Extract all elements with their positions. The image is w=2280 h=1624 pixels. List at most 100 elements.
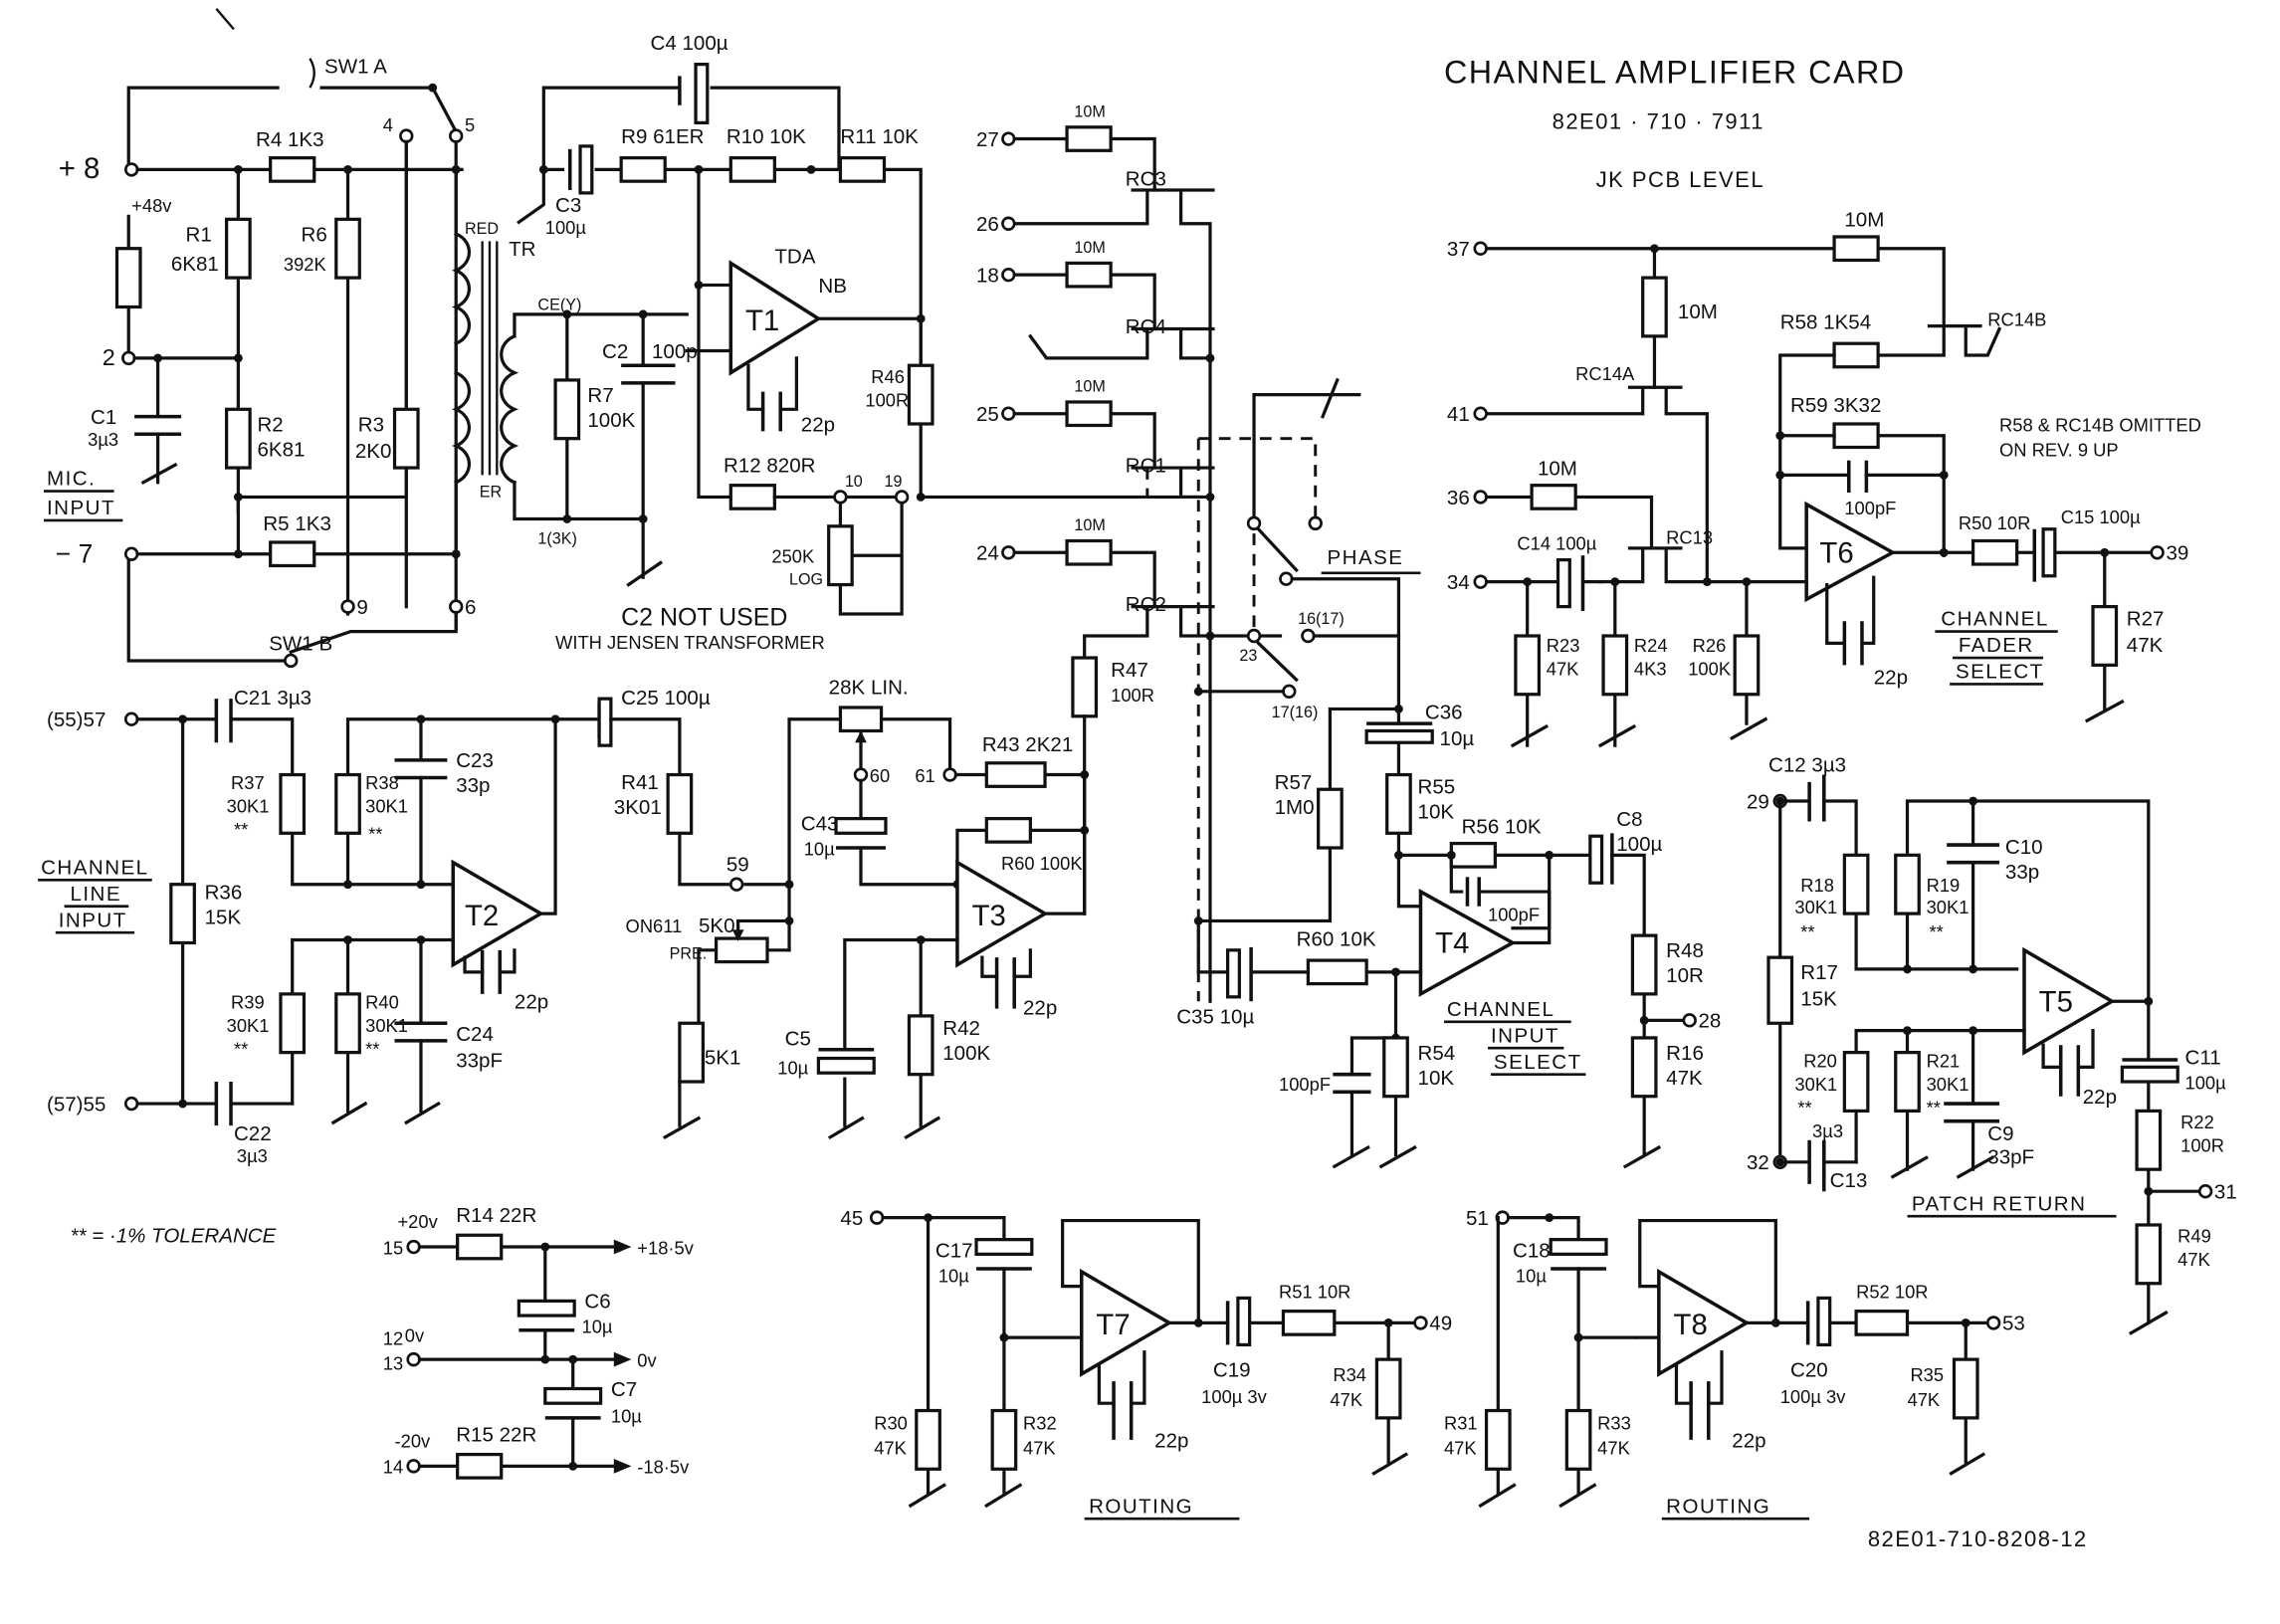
resistor-r32 [990,1408,1018,1471]
relay-frame [1196,437,1318,1002]
terminal-39[interactable] [2150,545,2165,560]
wire [1778,434,1946,557]
terminal-10[interactable] [833,490,848,505]
phase-lever[interactable] [1256,526,1299,573]
label-c14: C14 100µ [1517,532,1596,553]
ground-symbol [330,1101,441,1125]
resistor-10m-27 [1065,125,1113,152]
terminal-61[interactable] [942,767,957,782]
resistor-r52 [1854,1310,1910,1336]
label-r19: R19 [1927,875,1961,896]
section-line-input-label: LINE [70,883,121,906]
label-r48: R48 [1666,939,1704,962]
capacitor-c9 [1944,1102,2000,1123]
opamp-t1 [728,260,822,376]
value-c5: 10µ [777,1058,808,1079]
capacitor-r56-bypass [1465,877,1481,907]
terminal-26[interactable] [1001,216,1016,231]
transformer-tap-label: 1(3K) [537,529,576,547]
label-c1: C1 [91,406,116,429]
capacitor-c18 [1549,1238,1608,1256]
capacitor-c8 [1588,834,1604,885]
resistor-r5 [269,540,316,568]
terminal-24[interactable] [1001,545,1016,560]
supply-rail-label: -18·5v [637,1457,690,1478]
terminal-7[interactable] [123,546,139,561]
terminal-36[interactable] [1473,490,1488,505]
terminal-label: 34 [1447,571,1470,594]
terminal-45[interactable] [869,1210,885,1225]
terminal-5[interactable] [449,128,464,143]
value-c-t6: 22p [1874,666,1908,689]
resistor-r33 [1564,1408,1592,1471]
wire [1778,353,1836,550]
terminal-8[interactable] [123,162,139,177]
capacitor-t5-comp [2058,1045,2081,1097]
t3-stage: C25 100µ R41 3K01 59 28K LIN. 60 61 R43 … [597,677,1090,1140]
value-c10: 33p [2005,861,2039,884]
resistor-r18 [1842,853,1870,915]
terminal-6[interactable] [449,599,464,614]
terminal-15[interactable] [406,1239,421,1255]
terminal-49[interactable] [1413,1316,1428,1330]
terminal-27[interactable] [1001,131,1016,146]
terminal-9[interactable] [340,599,355,614]
t6-stage: 37 10M 10M RC14A 41 RC14B R58 1K54 R59 3… [1447,209,2201,748]
phase-contact[interactable] [1246,515,1262,531]
resistor-10m-25 [1065,400,1113,428]
potentiometer-250k[interactable] [827,524,854,587]
sw1b-lever[interactable] [289,610,458,655]
terminal-37[interactable] [1473,241,1488,256]
terminal-16-17[interactable] [1301,628,1316,644]
terminal-25[interactable] [1001,406,1016,421]
potentiometer-5k0-preset[interactable] [714,936,769,964]
terminal-label: 61 [915,765,934,786]
sw1b-contact[interactable] [284,653,299,669]
resistor-r15 [456,1452,504,1480]
terminal-label: 26 [976,213,999,236]
power-supply-section: ** = ·1% TOLERANCE 15 +20v R14 22R +18·5… [70,1204,695,1480]
phase-contact[interactable] [1308,515,1323,531]
terminal-17-16[interactable] [1282,684,1297,700]
terminal-41[interactable] [1473,406,1488,421]
terminal-4[interactable] [399,128,414,143]
label-r37: R37 [231,772,265,793]
supply-rail-label: 0v [637,1349,657,1370]
terminal-label: 51 [1466,1207,1489,1230]
terminal-34[interactable] [1473,574,1488,589]
terminal-28[interactable] [1682,1013,1697,1028]
value-pot-28k: 28K LIN. [829,677,909,700]
wire [685,167,923,500]
terminal-53[interactable] [1985,1316,2001,1330]
potentiometer-28k[interactable] [838,706,884,733]
terminal-19[interactable] [894,490,910,505]
value-r18: 30K1 [1794,897,1837,917]
label-r38: R38 [365,772,399,793]
value-r36: 15K [205,906,242,928]
terminal-59[interactable] [728,877,744,892]
opamp-t3 [955,859,1049,968]
terminal-2[interactable] [121,350,136,366]
terminal-18[interactable] [1001,267,1016,283]
phase-lever[interactable] [1256,641,1299,683]
t8-routing-stage: 51 C18 10µ R31 47K R33 47K T8 22p C20 10… [1444,1207,2025,1521]
terminal-23[interactable] [1246,628,1262,644]
label-r20: R20 [1803,1050,1837,1071]
terminal-55[interactable] [123,1096,139,1112]
label-r43: R43 2K21 [982,733,1073,756]
value-c11: 100µ [2185,1072,2227,1093]
resistor-r36 [169,883,196,945]
value-r34: 47K [1330,1389,1362,1410]
terminal-60[interactable] [853,767,869,782]
resistor-r30 [915,1408,941,1471]
section-routing-label: ROUTING [1089,1495,1193,1518]
relay-label-rc1: RC1 [1126,454,1166,477]
tolerance-r21: ** [1927,1097,1941,1117]
terminal-31[interactable] [2197,1183,2213,1199]
wire [132,356,240,485]
terminal-57[interactable] [123,711,139,726]
terminal-12-13[interactable] [406,1351,421,1367]
terminal-14[interactable] [406,1459,421,1474]
phase-contact[interactable] [1279,571,1294,586]
resistor-r20 [1842,1051,1870,1114]
